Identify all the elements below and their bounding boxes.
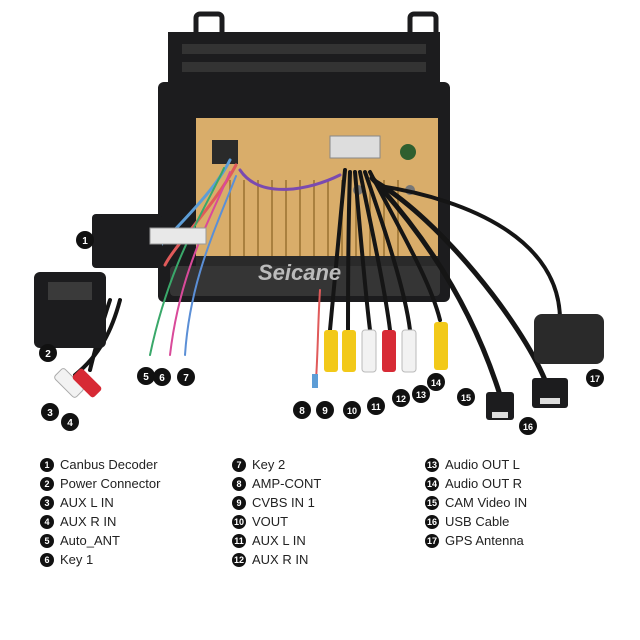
svg-text:13: 13	[416, 390, 426, 400]
rca-aux-in-left	[54, 368, 102, 398]
callout-14: 14	[427, 373, 445, 391]
head-unit-illustration: Seicane 1 2 3 4 5 6 7 8 9 10 11 12 13 14…	[34, 11, 604, 435]
svg-text:2: 2	[45, 349, 51, 360]
svg-text:9: 9	[322, 406, 328, 417]
callout-13: 13	[412, 385, 430, 403]
svg-text:4: 4	[67, 418, 73, 429]
usb-cables	[486, 378, 568, 420]
callout-5: 5	[137, 367, 155, 385]
callout-9: 9	[316, 401, 334, 419]
svg-text:3: 3	[47, 408, 53, 419]
svg-text:10: 10	[347, 406, 357, 416]
callout-16: 16	[519, 417, 537, 435]
callout-6: 6	[153, 368, 171, 386]
svg-text:7: 7	[183, 373, 189, 384]
wiring-diagram: Seicane 1 2 3 4 5 6 7 8 9 10 11 12 13 14…	[34, 11, 604, 435]
svg-text:1: 1	[82, 236, 88, 247]
callout-11: 11	[367, 397, 385, 415]
svg-text:8: 8	[299, 406, 305, 417]
svg-text:14: 14	[431, 378, 441, 388]
callout-markers: 1 2 3 4 5 6 7 8 9 10 11 12 13 14 15 16 1…	[39, 231, 604, 435]
rear-panel	[170, 118, 440, 296]
rca-plug-group	[312, 322, 448, 388]
power-connector	[34, 272, 106, 348]
callout-3: 3	[41, 403, 59, 421]
svg-text:11: 11	[371, 402, 381, 412]
svg-text:5: 5	[143, 372, 149, 383]
callout-10: 10	[343, 401, 361, 419]
callout-1: 1	[76, 231, 94, 249]
svg-text:16: 16	[523, 422, 533, 432]
callout-2: 2	[39, 344, 57, 362]
canbus-decoder	[92, 214, 207, 268]
callout-12: 12	[392, 389, 410, 407]
callout-7: 7	[177, 368, 195, 386]
svg-text:15: 15	[461, 393, 471, 403]
callout-4: 4	[61, 413, 79, 431]
svg-text:6: 6	[159, 373, 165, 384]
callout-8: 8	[293, 401, 311, 419]
callout-15: 15	[457, 388, 475, 406]
callout-17: 17	[586, 369, 604, 387]
svg-text:12: 12	[396, 394, 406, 404]
gps-antenna	[534, 314, 604, 364]
svg-text:17: 17	[590, 374, 600, 384]
brand-watermark: Seicane	[258, 260, 341, 285]
